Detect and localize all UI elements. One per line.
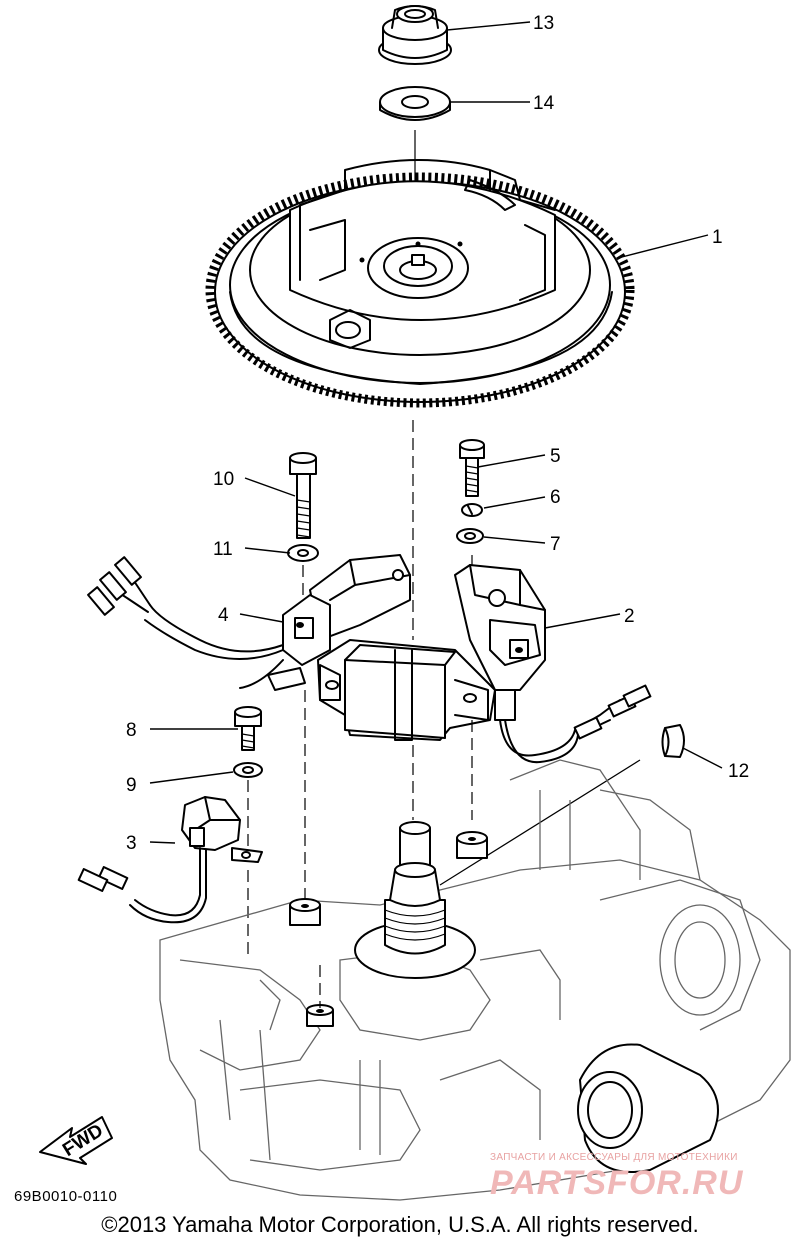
cdi-unit	[317, 639, 496, 741]
coil-2-wire-harness	[499, 684, 652, 764]
bolt-part-5	[459, 439, 485, 497]
callout-6: 6	[550, 487, 561, 508]
oil-filter	[577, 1043, 719, 1173]
callout-10: 10	[213, 469, 234, 490]
callout-7: 7	[550, 534, 561, 555]
flywheel-part-1	[205, 159, 635, 408]
callout-14: 14	[533, 93, 555, 114]
flange-nut-part-13	[378, 5, 452, 65]
callout-13: 13	[533, 13, 554, 34]
mount-boss-lower	[306, 1004, 334, 1027]
woodruff-key-part-12	[661, 724, 685, 758]
pulser-coil-part-3	[181, 796, 263, 863]
washer-part-9	[233, 762, 263, 778]
coil-part-2	[454, 564, 546, 721]
forward-direction-arrow: FWD	[39, 1116, 113, 1165]
mount-boss-right	[456, 831, 488, 859]
crankshaft-end	[354, 821, 476, 979]
callout-9: 9	[126, 775, 137, 796]
copyright-notice: ©2013 Yamaha Motor Corporation, U.S.A. A…	[101, 1212, 699, 1237]
watermark-logo: PARTSFOR.RU	[490, 1164, 744, 1202]
bolt-part-8	[234, 706, 262, 751]
callout-12: 12	[728, 761, 749, 782]
coil-part-4	[282, 554, 411, 666]
washer-part-14	[379, 86, 451, 121]
mount-boss-left	[289, 898, 321, 926]
watermark-subtitle: ЗАПЧАСТИ И АКСЕССУАРЫ ДЛЯ МОТОТЕХНИКИ	[490, 1152, 738, 1163]
callout-8: 8	[126, 720, 137, 741]
callout-numbers: 13 14 1 2 3 4 5 6 7 8 9 10 11 12	[126, 13, 749, 854]
lock-washer-part-6	[461, 503, 483, 517]
callout-11: 11	[213, 539, 233, 560]
bolt-part-10	[289, 452, 317, 539]
callout-3: 3	[126, 833, 137, 854]
callout-4: 4	[218, 605, 229, 626]
pulser-3-wire-harness	[77, 847, 207, 924]
diagram-part-code: 69B0010-0110	[14, 1188, 118, 1205]
callout-2: 2	[624, 606, 635, 627]
washer-part-11	[287, 544, 319, 562]
washer-part-7	[456, 528, 484, 544]
callout-1: 1	[712, 227, 723, 248]
leader-lines	[149, 21, 723, 844]
callout-5: 5	[550, 446, 561, 467]
coil-4-wire-harness	[87, 556, 306, 691]
